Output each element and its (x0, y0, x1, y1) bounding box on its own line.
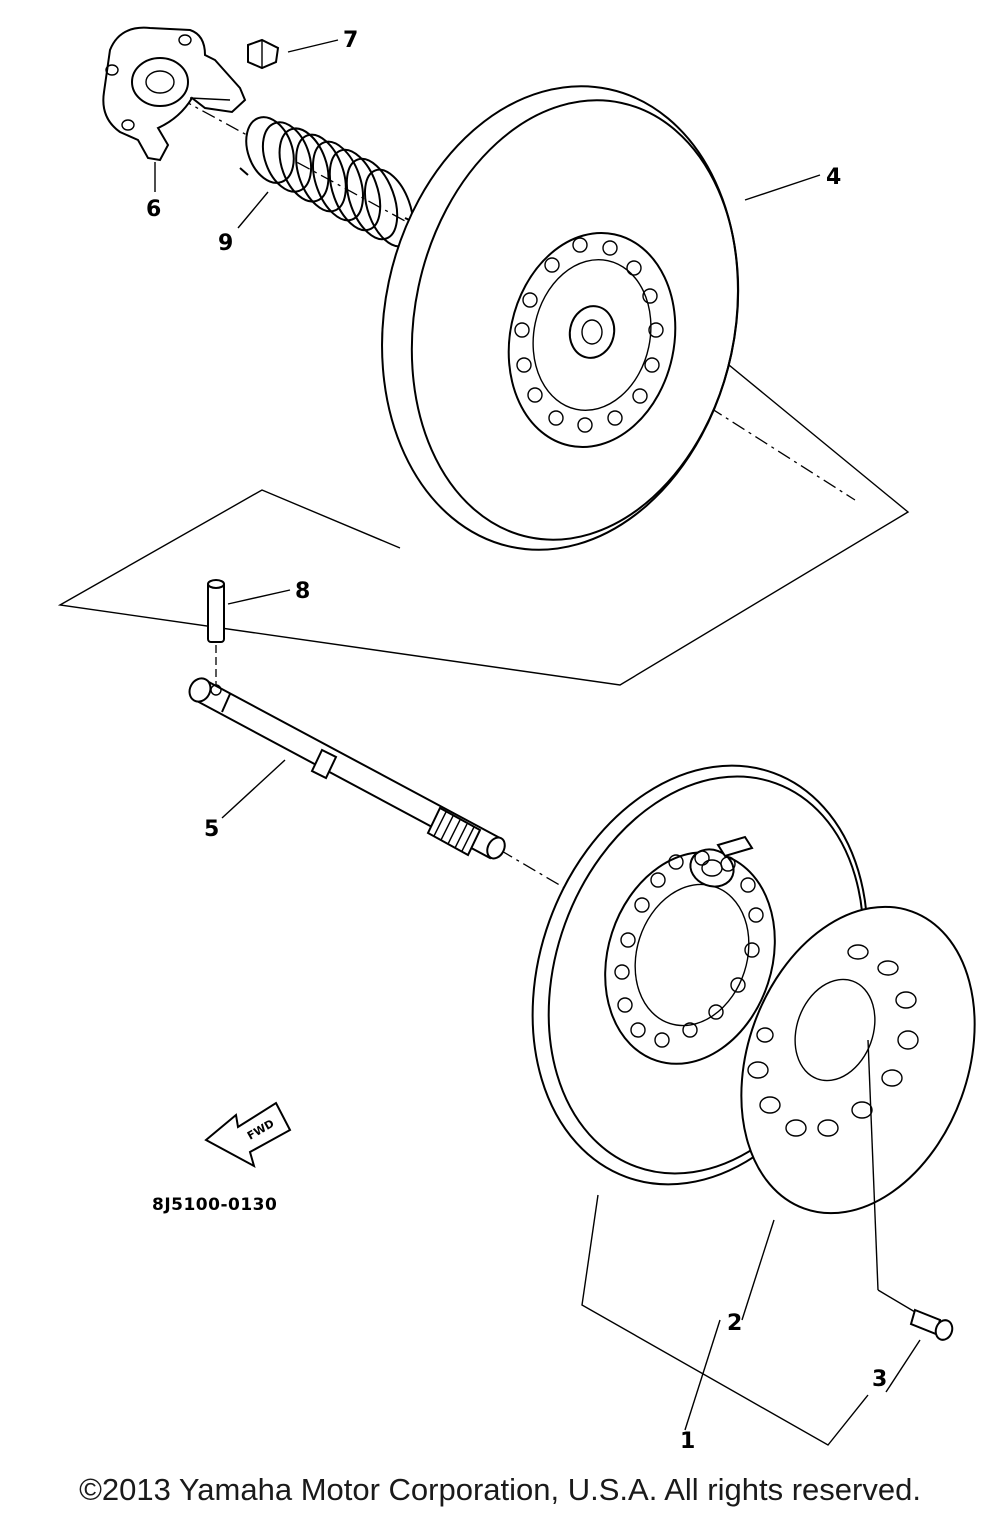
copyright-notice: ©2013 Yamaha Motor Corporation, U.S.A. A… (79, 1472, 921, 1507)
callout-8: 8 (295, 579, 310, 604)
spider-bracket-part-6 (102, 26, 247, 162)
movable-sheave-part-4 (381, 85, 740, 551)
callout-2: 2 (727, 1311, 742, 1336)
reference-plane-lower (581, 1194, 869, 1446)
callout-1: 1 (680, 1429, 695, 1454)
leader-lines (154, 39, 921, 1431)
cover-plate-part-2 (740, 905, 976, 1215)
reference-plane-upper (57, 254, 910, 686)
pin-part-8 (207, 579, 225, 643)
callout-6: 6 (146, 197, 161, 222)
callout-9: 9 (218, 231, 233, 256)
forward-arrow-icon: FWD (204, 1101, 292, 1169)
callout-7: 7 (343, 28, 358, 53)
axis-line-upper (154, 84, 441, 241)
callout-5: 5 (204, 817, 219, 842)
bolt-part-3 (867, 1039, 954, 1341)
parts-diagram: FWD 7 6 9 4 8 5 2 3 1 8J5100-0130 (57, 26, 976, 1454)
diagram-code: 8J5100-0130 (152, 1195, 277, 1215)
shaft-part-5 (188, 677, 506, 860)
axis-line-sheave (595, 334, 856, 501)
callout-3: 3 (872, 1367, 887, 1392)
callout-4: 4 (826, 165, 841, 190)
slider-part-7 (247, 38, 280, 70)
spring-part-9 (239, 116, 419, 248)
